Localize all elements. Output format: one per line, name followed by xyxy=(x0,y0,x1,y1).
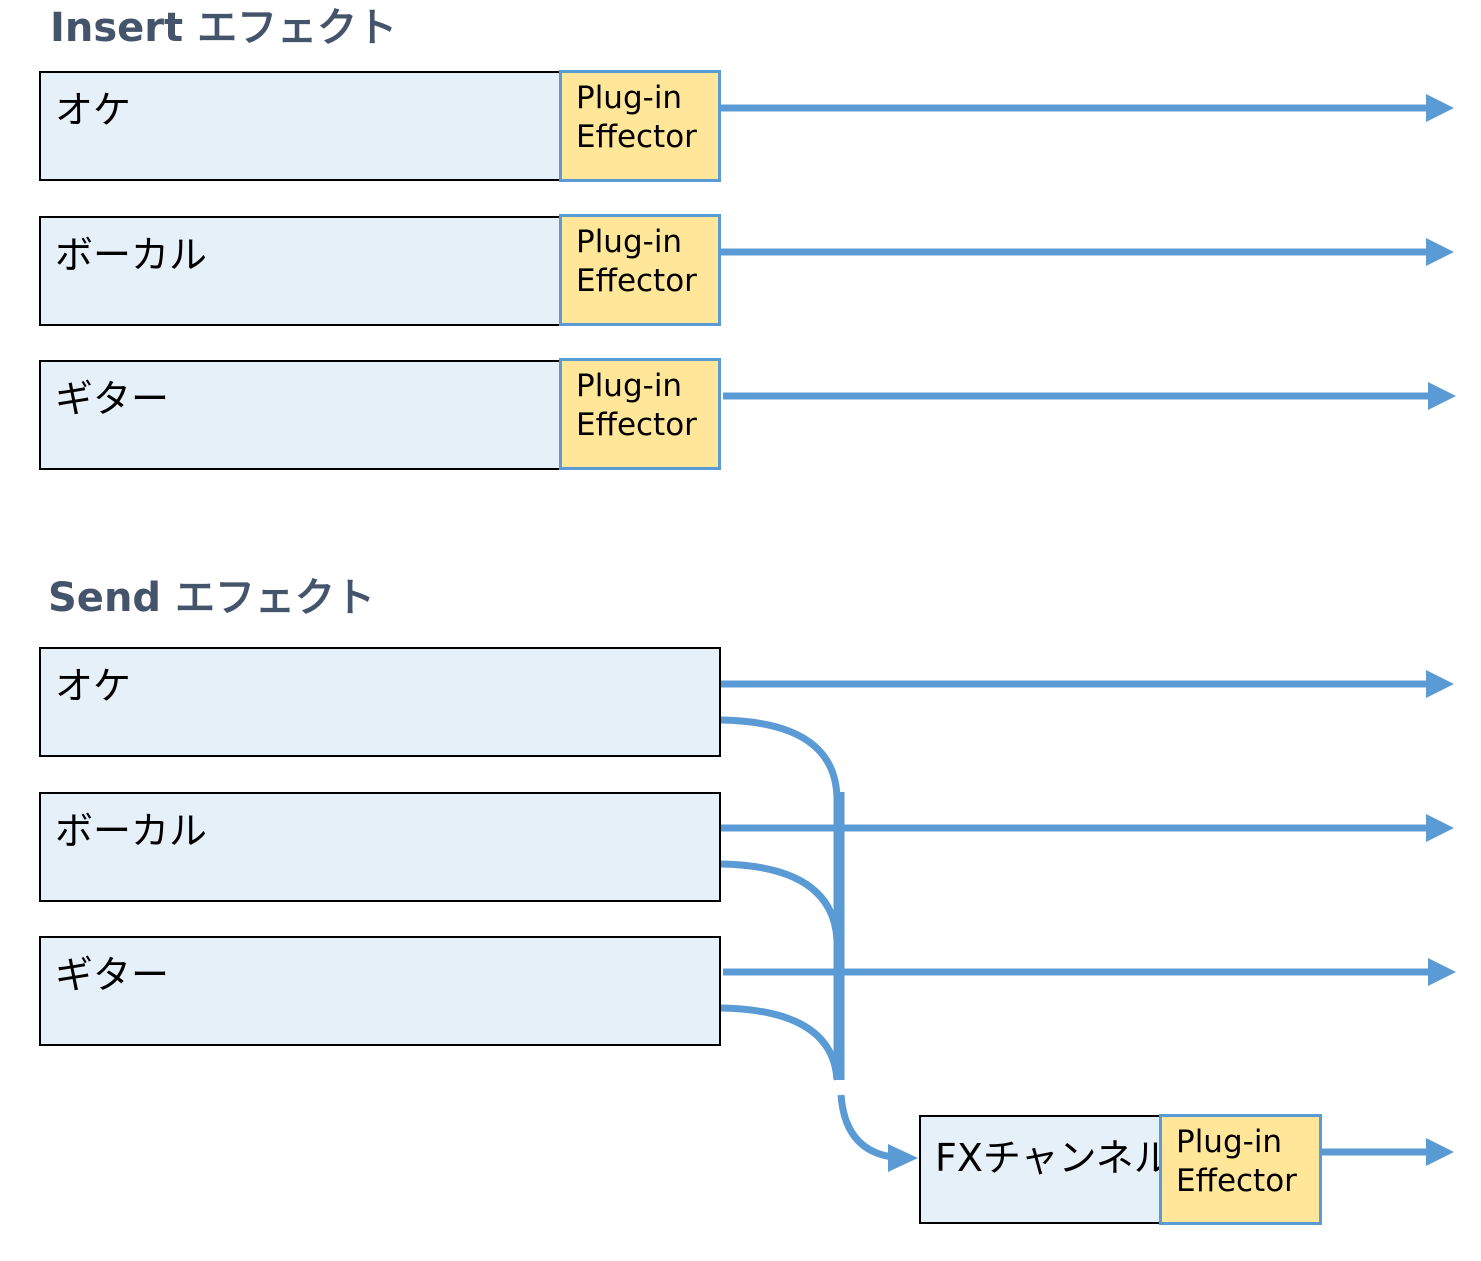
send-track-oke[interactable]: オケ xyxy=(39,647,721,757)
track-label: ボーカル xyxy=(55,233,208,277)
insert-track-oke[interactable]: オケ xyxy=(39,71,561,181)
send-track-guitar[interactable]: ギター xyxy=(39,936,721,1046)
track-label: ギター xyxy=(55,377,170,421)
fx-channel-label: FXチャンネル xyxy=(935,1136,1172,1180)
send-curve-oke xyxy=(720,716,841,1080)
send-section-title: Send エフェクト xyxy=(48,575,375,621)
plugin-label-line2: Effector xyxy=(1176,1163,1297,1199)
arrowhead-icon xyxy=(888,1144,918,1172)
send-curve-guitar xyxy=(720,1004,841,1081)
send-curve-vocal xyxy=(720,860,841,941)
insert-track-guitar[interactable]: ギター xyxy=(39,360,561,470)
insert-plugin-effector-oke[interactable]: Plug-in Effector xyxy=(559,70,721,182)
fx-channel[interactable]: FXチャンネル xyxy=(919,1115,1172,1224)
plugin-label-line2: Effector xyxy=(576,407,697,443)
insert-section-title: Insert エフェクト xyxy=(50,5,398,51)
plugin-label-line2: Effector xyxy=(576,119,697,155)
track-label: オケ xyxy=(55,664,132,708)
arrowhead-icon xyxy=(1426,238,1454,266)
insert-plugin-effector-guitar[interactable]: Plug-in Effector xyxy=(559,358,721,470)
insert-plugin-effector-vocal[interactable]: Plug-in Effector xyxy=(559,214,721,326)
track-label: ボーカル xyxy=(55,809,208,853)
track-label: ギター xyxy=(55,953,170,997)
plugin-label-line1: Plug-in xyxy=(1176,1124,1283,1160)
fx-plugin-effector[interactable]: Plug-in Effector xyxy=(1159,1114,1322,1225)
plugin-label-line2: Effector xyxy=(576,263,697,299)
plugin-label-line1: Plug-in xyxy=(576,368,683,404)
arrowhead-icon xyxy=(1426,670,1454,698)
arrowhead-icon xyxy=(1428,382,1456,410)
plugin-label-line1: Plug-in xyxy=(576,80,683,116)
insert-track-vocal[interactable]: ボーカル xyxy=(39,216,561,326)
arrowhead-icon xyxy=(1426,94,1454,122)
arrowhead-icon xyxy=(1428,958,1456,986)
arrowhead-icon xyxy=(1426,1138,1454,1166)
send-to-fx-curve xyxy=(837,1094,893,1161)
arrowhead-icon xyxy=(1426,814,1454,842)
track-label: オケ xyxy=(55,88,132,132)
plugin-label-line1: Plug-in xyxy=(576,224,683,260)
send-track-vocal[interactable]: ボーカル xyxy=(39,792,721,902)
